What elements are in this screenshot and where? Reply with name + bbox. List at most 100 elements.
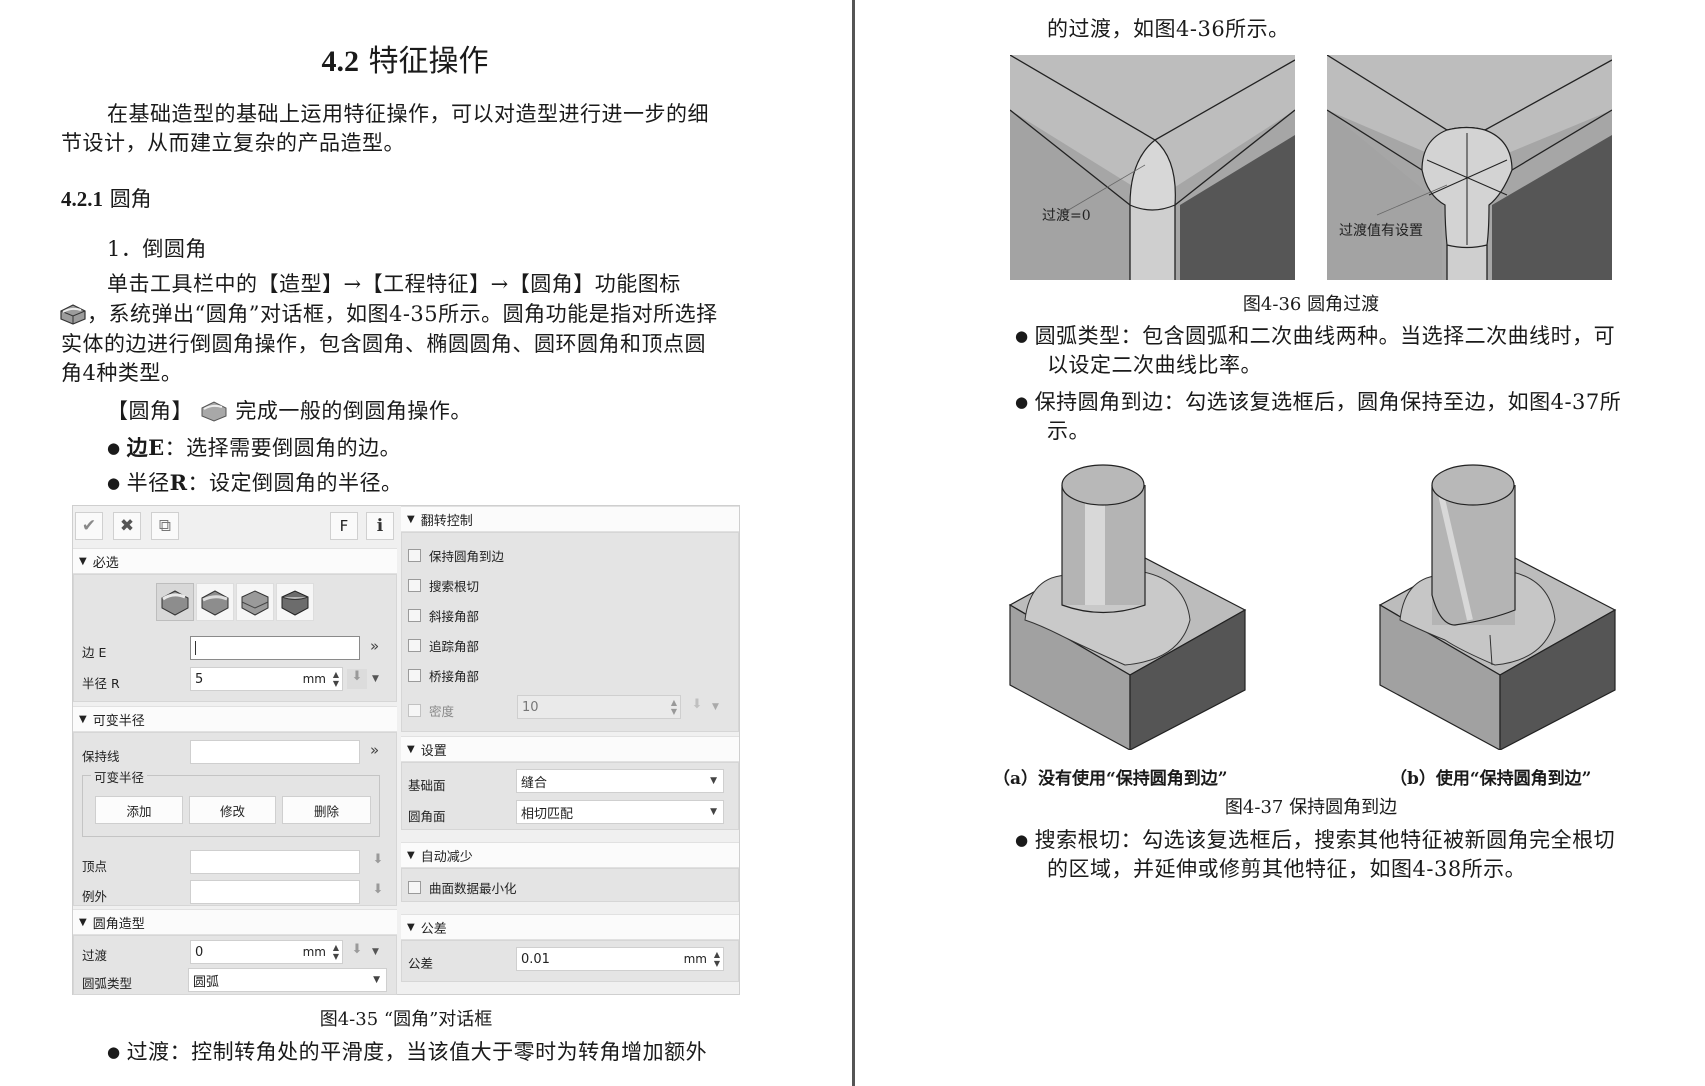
section-auto-reduce-header[interactable]: ▼ 自动减少	[401, 842, 739, 868]
item-heading: 1．倒圆角	[107, 237, 207, 261]
para-line-2-text: ，系统弹出“圆角”对话框，如图4-35所示。圆角功能是指对所选择	[87, 302, 718, 326]
arc-type-value: 圆弧	[193, 974, 220, 990]
density-input[interactable]: 10 ▲▼	[517, 695, 681, 719]
checkbox-box	[408, 669, 421, 682]
tolerance-value: 0.01	[521, 951, 550, 967]
checkbox-density[interactable]: 密度	[408, 701, 454, 720]
pick-icon[interactable]: ⬇	[372, 882, 384, 897]
bullet-search-undercut-line-2: 的区域，并延伸或修剪其他特征，如图4-38所示。	[1047, 857, 1527, 881]
fillet-type-round-button[interactable]	[156, 583, 194, 621]
apply-button[interactable]: ⧉	[151, 512, 179, 540]
checkbox-track-corner[interactable]: 追踪角部	[408, 636, 479, 655]
section-required-header[interactable]: ▼必选	[73, 548, 397, 574]
vertex-input[interactable]	[190, 850, 360, 874]
bullet-keep-edge-line-2: 示。	[1047, 419, 1090, 443]
checkbox-box	[408, 704, 421, 717]
density-value: 10	[522, 699, 539, 715]
pick-dropdown-icon[interactable]: ▼	[372, 947, 379, 957]
tolerance-unit: mm	[683, 952, 707, 966]
title-text: 特征操作	[368, 44, 489, 79]
section-variable-radius-header[interactable]: ▼可变半径	[73, 706, 397, 732]
fillet-type-ring-button[interactable]	[236, 583, 274, 621]
transition-value: 0	[195, 944, 204, 960]
fillet-face-select[interactable]: 相切匹配▼	[516, 800, 724, 824]
dropdown-arrow-icon: ▼	[710, 807, 717, 817]
add-button[interactable]: 添加	[95, 796, 183, 824]
tolerance-spinner[interactable]: ▲▼	[713, 950, 720, 968]
f-button[interactable]: F	[330, 512, 358, 540]
checkbox-box	[408, 881, 421, 894]
checkbox-label: 桥接角部	[429, 669, 480, 684]
edge-input[interactable]	[190, 636, 360, 660]
figure-4-35-caption: 图4-35 “圆角”对话框	[319, 1009, 493, 1030]
exception-input[interactable]	[190, 880, 360, 904]
vertex-label: 顶点	[82, 859, 108, 874]
pick-dropdown-icon[interactable]: ▼	[372, 674, 379, 684]
para-line-1: 单击工具栏中的【造型】→【工程特征】→【圆角】功能图标	[107, 272, 681, 296]
fillet-type-vertex-button[interactable]	[276, 583, 314, 621]
cancel-button[interactable]: ✖	[113, 512, 141, 540]
density-spinner[interactable]: ▲▼	[670, 698, 677, 716]
fillet-type-elliptical-button[interactable]	[196, 583, 234, 621]
figure-4-36-caption: 图4-36 圆角过渡	[1242, 294, 1380, 315]
bullet-edge-text: ：选择需要倒圆角的边。	[164, 436, 402, 460]
section-text: 圆角	[109, 187, 152, 211]
expand-chevron-icon[interactable]: »	[370, 741, 380, 759]
elliptical-fillet-icon	[201, 590, 229, 616]
figure-label-transition-zero: 过渡=0	[1042, 208, 1091, 224]
modify-button[interactable]: 修改	[189, 796, 276, 824]
section-tolerance-header[interactable]: ▼公差	[401, 914, 739, 940]
checkbox-keep-fillet-to-edge[interactable]: 保持圆角到边	[408, 546, 504, 565]
checkbox-minimize-surface-data[interactable]: 曲面数据最小化	[408, 878, 517, 897]
section-settings-header[interactable]: ▼设置	[401, 736, 739, 762]
info-button[interactable]: ℹ	[366, 512, 394, 540]
hold-line-input[interactable]	[190, 740, 360, 764]
bullet-transition: 过渡：控制转角处的平滑度，当该值大于零时为转角增加额外	[107, 1038, 707, 1069]
bullet-radius-prefix: 半径	[126, 471, 170, 495]
tolerance-input[interactable]: 0.01 mm ▲▼	[516, 947, 724, 971]
pick-icon[interactable]: ⬇	[691, 697, 703, 712]
figure-4-37a-illustration	[1008, 464, 1247, 750]
arc-type-select[interactable]: 圆弧▼	[188, 968, 387, 992]
collapse-triangle-icon: ▼	[407, 849, 415, 861]
section-fillet-shape-header[interactable]: ▼圆角造型	[73, 909, 397, 935]
pick-icon[interactable]: ⬇	[347, 669, 367, 689]
section-flip-control-title: 翻转控制	[420, 513, 473, 529]
collapse-triangle-icon: ▼	[79, 713, 87, 725]
section-flip-control-header[interactable]: ▼翻转控制	[401, 506, 739, 532]
checkbox-label: 斜接角部	[429, 609, 480, 624]
checkbox-bridge-corner[interactable]: 桥接角部	[408, 666, 479, 685]
section-auto-reduce-title: 自动减少	[420, 849, 473, 865]
section-required-title: 必选	[92, 555, 119, 571]
apply-icon: ⧉	[158, 516, 172, 536]
ok-button[interactable]: ✔	[75, 512, 103, 540]
checkbox-box	[408, 579, 421, 592]
radius-spinner[interactable]: ▲▼	[332, 670, 339, 688]
fillet-face-label: 圆角面	[408, 809, 446, 824]
checkbox-label: 密度	[429, 704, 455, 719]
tolerance-label: 公差	[408, 956, 434, 971]
bullet-edge-term: 边E	[126, 435, 165, 460]
text-cursor	[195, 641, 196, 655]
bullet-arc-type-line-1: 圆弧类型：包含圆弧和二次曲线两种。当选择二次曲线时，可	[1015, 322, 1615, 353]
checkbox-miter-corner[interactable]: 斜接角部	[408, 606, 479, 625]
exception-label: 例外	[82, 889, 108, 904]
base-face-select[interactable]: 缝合▼	[516, 769, 724, 793]
pick-icon[interactable]: ⬇	[351, 942, 363, 957]
section-number: 4.2.1	[61, 187, 103, 211]
bullet-keep-edge-line-1: 保持圆角到边：勾选该复选框后，圆角保持至边，如图4-37所	[1015, 388, 1621, 419]
delete-button[interactable]: 删除	[282, 796, 371, 824]
checkbox-box	[408, 639, 421, 652]
checkbox-search-undercut[interactable]: 搜索根切	[408, 576, 479, 595]
figure-4-37-caption: 图4-37 保持圆角到边	[1224, 797, 1398, 818]
expand-chevron-icon[interactable]: »	[370, 637, 380, 655]
section-auto-reduce-body: 曲面数据最小化	[401, 868, 739, 902]
pick-dropdown-icon[interactable]: ▼	[712, 702, 719, 712]
transition-spinner[interactable]: ▲▼	[332, 943, 339, 961]
pick-icon[interactable]: ⬇	[372, 852, 384, 867]
para-line-4: 角4种类型。	[61, 361, 183, 385]
section-tolerance-body: 公差 0.01 mm ▲▼	[401, 940, 739, 982]
